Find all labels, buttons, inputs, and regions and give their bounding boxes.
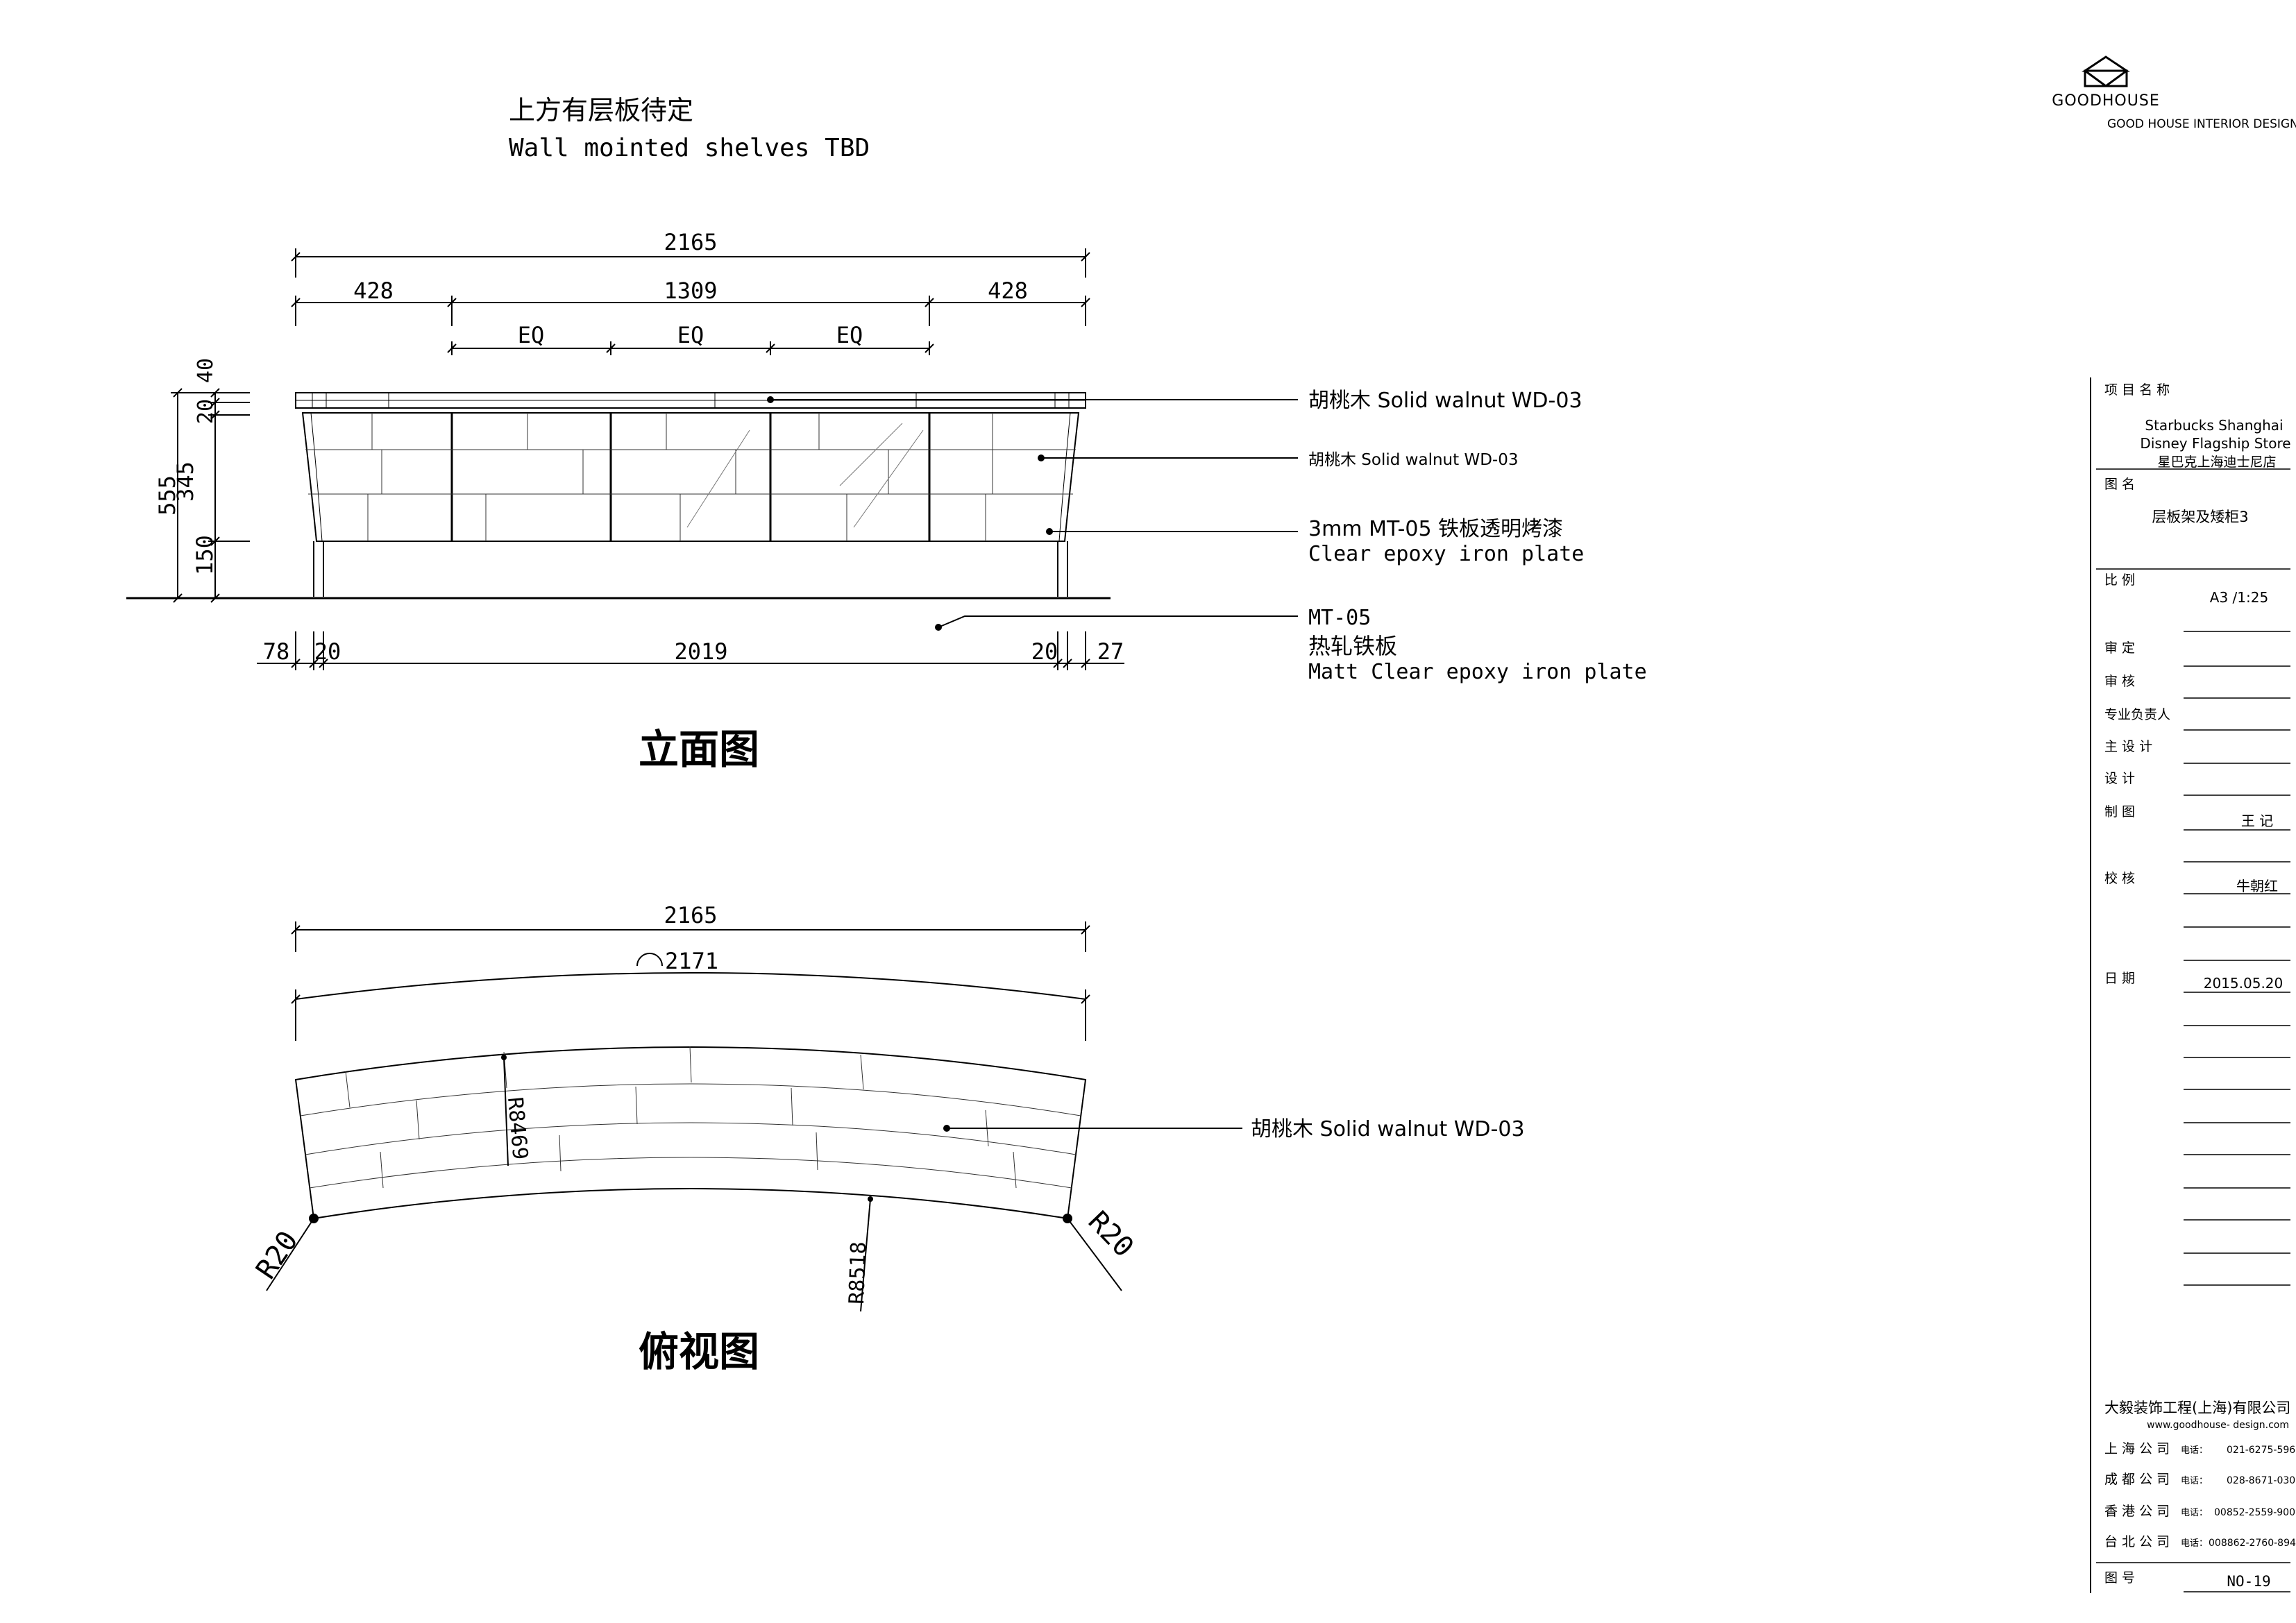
project-name-en-2: Disney Flagship Store	[2140, 435, 2290, 452]
svg-text:021-6275-5965: 021-6275-5965	[2227, 1445, 2296, 1456]
elevation-view: 上方有层板待定 Wall mointed shelves TBD 2165 42…	[126, 95, 1647, 773]
date-label: 日 期	[2104, 971, 2135, 986]
house-icon	[2082, 56, 2130, 87]
svg-text:028-8671-0303: 028-8671-0303	[2227, 1475, 2296, 1486]
project-label: 项 目 名 称	[2104, 382, 2170, 398]
height-body-label: 345	[172, 461, 199, 502]
plan-leader-dots	[309, 1055, 1072, 1223]
bottom-right-offset-label: 27	[1097, 638, 1124, 665]
outer-radius-label: R8518	[845, 1241, 871, 1305]
right-segment-label: 428	[988, 278, 1028, 304]
svg-text:台 北 公 司: 台 北 公 司	[2104, 1534, 2170, 1549]
checker-name: 牛朝红	[2236, 878, 2278, 894]
logo-wordmark: GOODHOUSE	[2052, 92, 2159, 110]
company-name: 大毅装饰工程(上海)有限公司	[2104, 1400, 2290, 1416]
segment-dimension-row	[291, 296, 1090, 326]
elevation-leaders	[770, 399, 1298, 628]
plan-title: 俯视图	[639, 1328, 759, 1375]
plate-callout-cn: 3mm MT-05 铁板透明烤漆	[1308, 517, 1563, 541]
lead-label: 专业负责人	[2104, 707, 2170, 722]
svg-text:香 港 公 司: 香 港 公 司	[2104, 1504, 2170, 1519]
eq-label-2: EQ	[677, 322, 704, 348]
svg-text:上 海 公 司: 上 海 公 司	[2104, 1441, 2170, 1456]
left-corner-radius-label: R20	[250, 1225, 305, 1285]
wall-shelves-note-en: Wall mointed shelves TBD	[509, 134, 870, 162]
cabinet-legs	[313, 541, 1068, 597]
overall-width-dimension	[291, 248, 1090, 278]
title-block: 项 目 名 称 Starbucks Shanghai Disney Flagsh…	[2090, 377, 2296, 1593]
elevation-title: 立面图	[639, 726, 759, 773]
scale-value: A3 /1:25	[2210, 589, 2268, 606]
eq-dimension-row	[447, 341, 934, 355]
inner-radius-label: R8469	[503, 1096, 532, 1161]
bottom-right-label: 20	[1031, 638, 1058, 665]
checker-label: 校 核	[2104, 871, 2135, 886]
wall-shelves-note-cn: 上方有层板待定	[509, 95, 693, 126]
plan-top-surface	[294, 1046, 1087, 1220]
drafter-name: 王 记	[2241, 813, 2273, 829]
plate-callout-en: Clear epoxy iron plate	[1308, 542, 1584, 566]
sheet-number-label: 图 号	[2104, 1570, 2135, 1586]
svg-text:电话：: 电话：	[2181, 1476, 2208, 1486]
chief-designer-label: 主 设 计	[2104, 739, 2152, 754]
plan-radius-leaders	[266, 1057, 1242, 1312]
plan-arc-label: 2171	[665, 948, 718, 974]
plan-overall-dimension	[291, 921, 1090, 952]
bottom-dimension-row	[257, 631, 1124, 670]
company-website: www.goodhouse- design.com	[2147, 1420, 2289, 1431]
left-segment-label: 428	[353, 278, 394, 304]
cabinet-body	[301, 412, 1080, 542]
plan-material-callout: 胡桃木 Solid walnut WD-03	[1251, 1117, 1525, 1141]
height-dimensions	[171, 388, 250, 603]
legs-callout-en: Matt Clear epoxy iron plate	[1308, 660, 1647, 684]
approve-label: 审 定	[2104, 640, 2135, 656]
sheet-number: NO-19	[2227, 1573, 2270, 1590]
svg-text:成 都 公 司: 成 都 公 司	[2104, 1472, 2170, 1487]
svg-text:电话：: 电话：	[2181, 1445, 2208, 1456]
drawing-name: 层板架及矮柜3	[2152, 509, 2248, 525]
overall-width-label: 2165	[664, 229, 717, 255]
office-hongkong: 香 港 公 司 电话： 00852-2559-9009	[2104, 1504, 2296, 1519]
plan-arc-dimension	[291, 953, 1090, 1041]
svg-text:008862-2760-8946: 008862-2760-8946	[2209, 1538, 2296, 1549]
middle-segment-label: 1309	[664, 278, 717, 304]
drawing-name-label: 图 名	[2104, 477, 2135, 492]
height-leg-label: 150	[192, 535, 218, 575]
legs-callout-code: MT-05	[1308, 606, 1371, 630]
plan-overall-label: 2165	[664, 902, 717, 928]
office-shanghai: 上 海 公 司 电话： 021-6275-5965	[2104, 1441, 2296, 1456]
right-corner-radius-label: R20	[1082, 1205, 1140, 1264]
designer-label: 设 计	[2104, 771, 2135, 786]
project-name-cn: 星巴克上海迪士尼店	[2157, 454, 2276, 470]
scale-label: 比 例	[2104, 572, 2135, 588]
company-brand-name: GOOD HOUSE INTERIOR DESIGN	[2107, 117, 2296, 131]
office-chengdu: 成 都 公 司 电话： 028-8671-0303	[2104, 1472, 2296, 1487]
plan-view: 2165 2171	[250, 902, 1524, 1375]
height-total-label: 555	[154, 475, 180, 516]
review-label: 审 核	[2104, 674, 2135, 689]
eq-label-3: EQ	[836, 322, 863, 348]
svg-text:电话：: 电话：	[2181, 1538, 2208, 1549]
top-material-callout: 胡桃木 Solid walnut WD-03	[1308, 389, 1582, 413]
office-taipei: 台 北 公 司 电话： 008862-2760-8946	[2104, 1534, 2296, 1549]
bottom-left-label: 20	[314, 638, 341, 665]
bottom-left-offset-label: 78	[263, 638, 290, 665]
legs-callout-cn: 热轧铁板	[1308, 633, 1397, 659]
bottom-span-label: 2019	[674, 638, 727, 665]
svg-text:00852-2559-9009: 00852-2559-9009	[2214, 1507, 2296, 1518]
height-top-label: 40	[194, 358, 218, 383]
project-name-en-1: Starbucks Shanghai	[2145, 417, 2283, 434]
eq-label-1: EQ	[518, 322, 545, 348]
body-material-callout: 胡桃木 Solid walnut WD-03	[1308, 451, 1518, 469]
drafter-label: 制 图	[2104, 804, 2135, 819]
height-mid-label: 20	[194, 399, 218, 424]
date-value: 2015.05.20	[2204, 975, 2284, 992]
leader-dots	[767, 396, 1053, 631]
brand-logo: GOODHOUSE GOOD HOUSE INTERIOR DESIGN	[2052, 56, 2296, 131]
svg-text:电话：: 电话：	[2181, 1508, 2208, 1518]
